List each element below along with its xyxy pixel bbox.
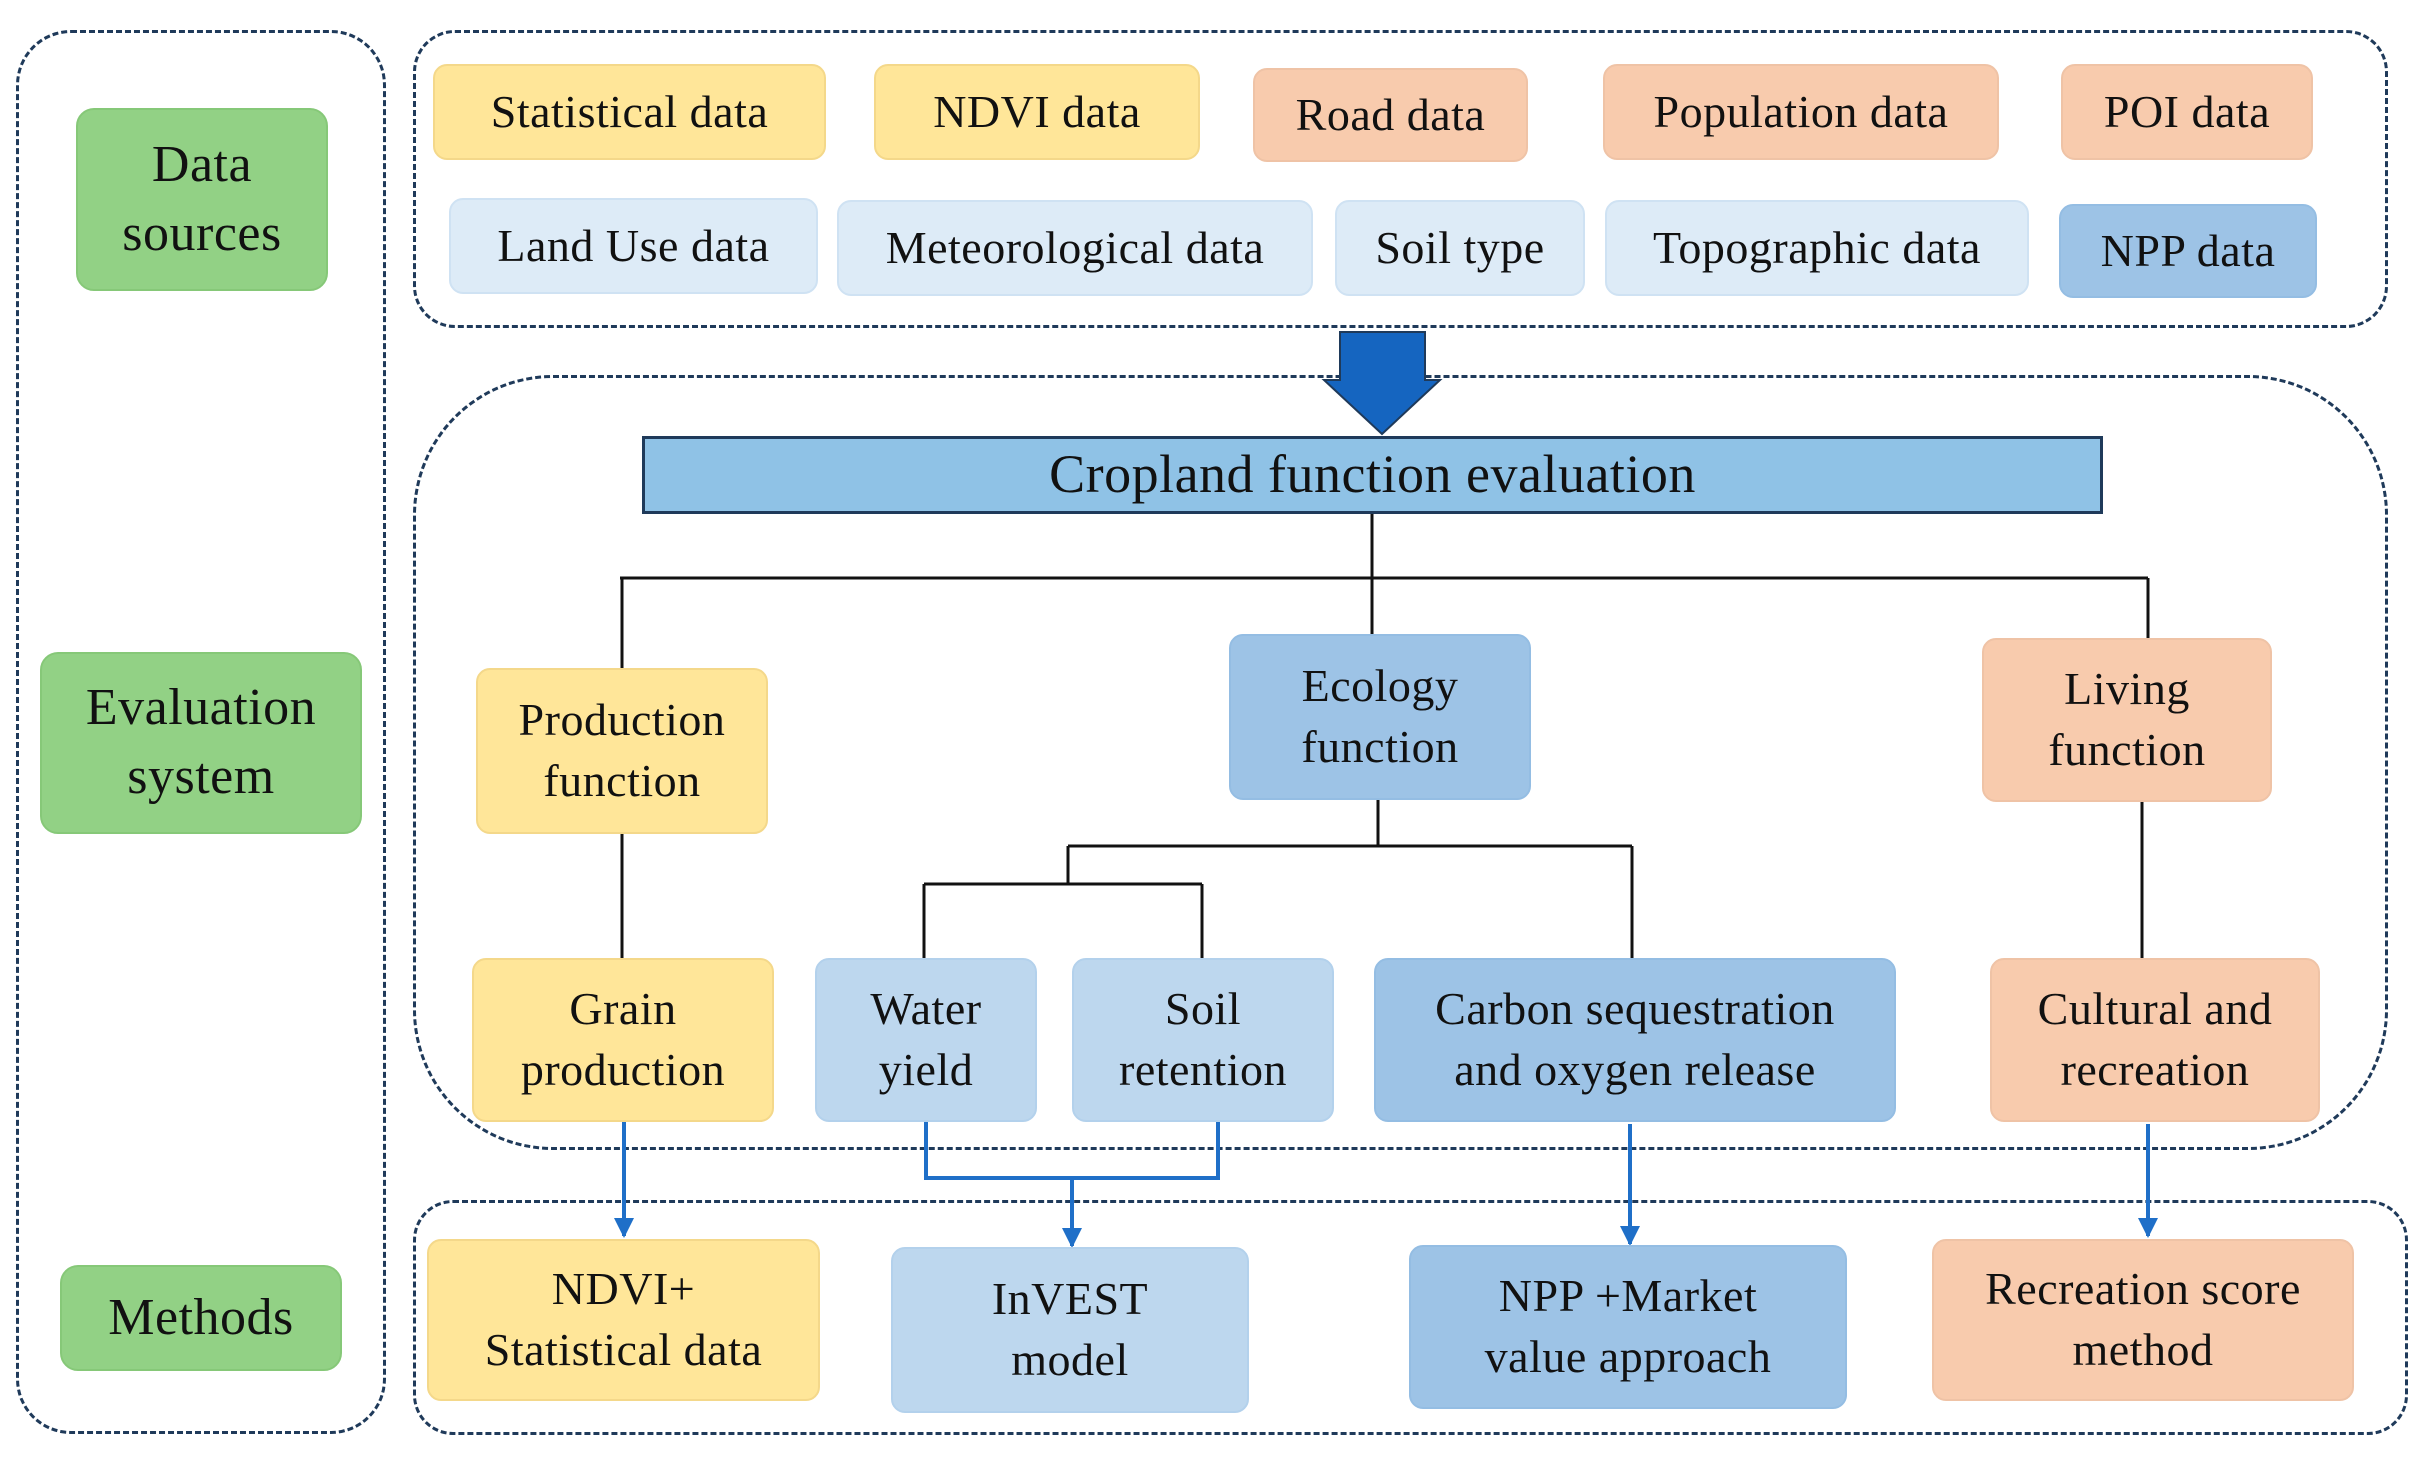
left-label-frame: [16, 30, 386, 1434]
label-evaluation-system: Evaluation system: [40, 652, 362, 834]
recreation-score-method-box: Recreation score method: [1932, 1239, 2354, 1401]
land-use-data-box: Land Use data: [449, 198, 818, 294]
tree-lines: [620, 513, 2150, 962]
water-yield-box: Water yield: [815, 958, 1037, 1122]
population-data-box: Population data: [1603, 64, 1999, 160]
label-data-sources: Data sources: [76, 108, 328, 291]
carbon-sequestration-box: Carbon sequestration and oxygen release: [1374, 958, 1896, 1122]
soil-type-box: Soil type: [1335, 200, 1585, 296]
statistical-data-box: Statistical data: [433, 64, 826, 160]
data-sources-frame: [413, 30, 2388, 328]
soil-retention-box: Soil retention: [1072, 958, 1334, 1122]
living-function-box: Living function: [1982, 638, 2272, 802]
label-methods: Methods: [60, 1265, 342, 1371]
invest-model-box: InVEST model: [891, 1247, 1249, 1413]
cropland-function-evaluation-title: Cropland function evaluation: [642, 436, 2103, 514]
production-function-box: Production function: [476, 668, 768, 834]
npp-market-value-box: NPP +Market value approach: [1409, 1245, 1847, 1409]
ndvi-statistical-method-box: NDVI+ Statistical data: [427, 1239, 820, 1401]
cultural-recreation-box: Cultural and recreation: [1990, 958, 2320, 1122]
road-data-box: Road data: [1253, 68, 1528, 162]
poi-data-box: POI data: [2061, 64, 2313, 160]
ndvi-data-box: NDVI data: [874, 64, 1200, 160]
meteorological-data-box: Meteorological data: [837, 200, 1313, 296]
ecology-function-box: Ecology function: [1229, 634, 1531, 800]
grain-production-box: Grain production: [472, 958, 774, 1122]
topographic-data-box: Topographic data: [1605, 200, 2029, 296]
methods-frame: [413, 1200, 2408, 1435]
big-down-arrow: [1321, 331, 1443, 436]
npp-data-box: NPP data: [2059, 204, 2317, 298]
bracket-water-soil: [924, 1122, 1220, 1180]
